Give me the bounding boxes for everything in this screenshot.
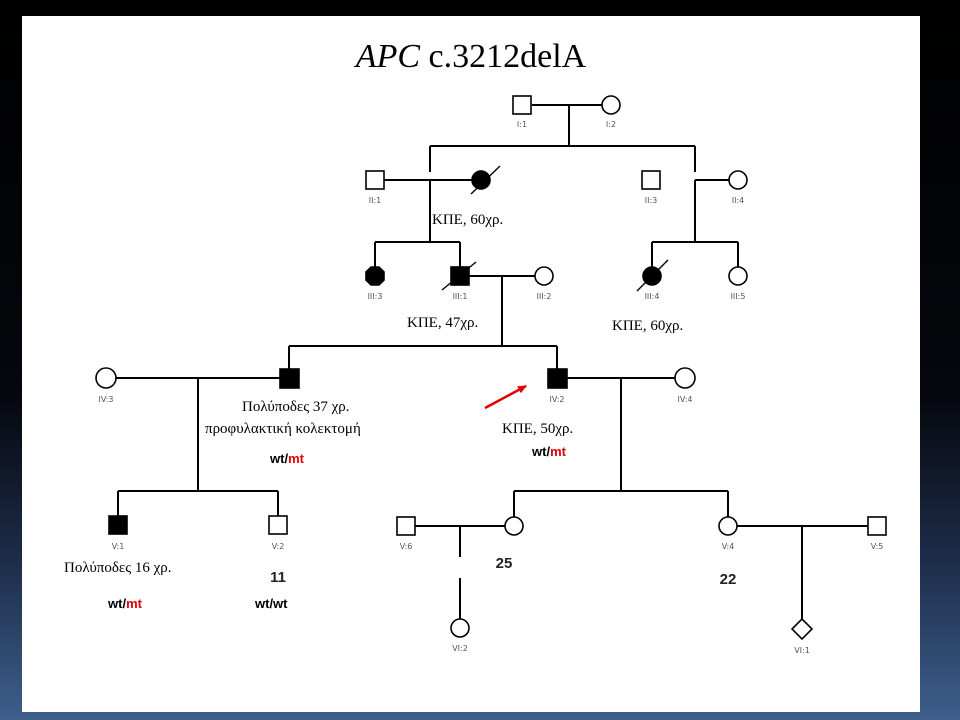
label-III3: III:3 bbox=[368, 292, 383, 301]
deceased-mark-II2 bbox=[470, 165, 501, 195]
age-V3: 25 bbox=[496, 555, 513, 572]
note-IV2: ΚΠΕ, 50χρ. bbox=[502, 421, 573, 437]
label-VI2: VI:2 bbox=[452, 644, 468, 653]
label-I2: I:2 bbox=[606, 120, 616, 129]
individual-V3-female bbox=[504, 516, 524, 536]
genotype-V2: wt/wt bbox=[254, 596, 288, 611]
deceased-mark-III4 bbox=[636, 259, 669, 292]
individual-IV1-affected-male bbox=[279, 368, 300, 389]
individual-IV4-female bbox=[674, 367, 696, 389]
individual-II4-female bbox=[728, 170, 748, 190]
proband-arrow bbox=[484, 384, 527, 410]
label-III2: III:2 bbox=[537, 292, 552, 301]
note-IV1-line1: Πολύποδες 37 χρ. bbox=[242, 399, 350, 415]
label-II3: II:3 bbox=[645, 196, 658, 205]
pedigree-lines bbox=[106, 104, 877, 620]
genotype-V1: wt/mt bbox=[107, 596, 143, 611]
age-V4: 22 bbox=[720, 571, 737, 588]
note-V1: Πολύποδες 16 χρ. bbox=[64, 560, 172, 576]
label-V4: V:4 bbox=[722, 542, 735, 551]
diagram-title: APC c.3212delA bbox=[354, 38, 587, 75]
pedigree-chart: APC c.3212delA bbox=[64, 38, 887, 655]
label-IV2: IV:2 bbox=[550, 395, 565, 404]
label-V5: V:5 bbox=[871, 542, 884, 551]
individual-II2-affected-female bbox=[471, 170, 491, 190]
individual-VI1-unknown-sex bbox=[790, 617, 814, 641]
individual-III2-female bbox=[534, 266, 554, 286]
individual-III3-affected-female bbox=[365, 266, 385, 286]
label-IV3: IV:3 bbox=[99, 395, 114, 404]
label-II1: II:1 bbox=[369, 196, 382, 205]
individual-VI2-female bbox=[450, 618, 470, 638]
individual-I2-female bbox=[601, 95, 621, 115]
variant-name: c.3212delA bbox=[420, 38, 587, 75]
label-IV4: IV:4 bbox=[678, 395, 693, 404]
individual-IV3-female bbox=[95, 367, 117, 389]
note-II2: ΚΠΕ, 60χρ. bbox=[432, 212, 503, 228]
individual-V6-male bbox=[396, 516, 416, 536]
label-III4: III:4 bbox=[645, 292, 660, 301]
individual-V5-male bbox=[867, 516, 887, 536]
gene-name: APC bbox=[354, 38, 421, 75]
genotype-IV1: wt/mt bbox=[269, 451, 305, 466]
label-III5: III:5 bbox=[731, 292, 746, 301]
label-V2: V:2 bbox=[272, 542, 285, 551]
individual-III5-female bbox=[728, 266, 748, 286]
individual-V1-affected-male bbox=[108, 515, 128, 535]
label-III1: III:1 bbox=[453, 292, 468, 301]
label-II4: II:4 bbox=[732, 196, 745, 205]
individual-II3-male bbox=[641, 170, 661, 190]
label-V1: V:1 bbox=[112, 542, 125, 551]
label-V6: V:6 bbox=[400, 542, 413, 551]
individual-II1-male bbox=[365, 170, 385, 190]
slide: APC c.3212delA bbox=[22, 16, 920, 712]
age-V2: 11 bbox=[270, 569, 286, 586]
individual-V2-male bbox=[268, 515, 288, 535]
note-IV1-line2: προφυλακτική κολεκτομή bbox=[205, 421, 361, 437]
genotype-IV2: wt/mt bbox=[531, 444, 567, 459]
deceased-mark-III1 bbox=[441, 261, 477, 291]
note-III1: ΚΠΕ, 47χρ. bbox=[407, 315, 478, 331]
label-VI1: VI:1 bbox=[794, 646, 810, 655]
label-I1: I:1 bbox=[517, 120, 527, 129]
individual-V4-female bbox=[718, 516, 738, 536]
individual-IV2-proband-male bbox=[547, 368, 568, 389]
individual-I1-male bbox=[512, 95, 532, 115]
note-III4: ΚΠΕ, 60χρ. bbox=[612, 318, 683, 334]
